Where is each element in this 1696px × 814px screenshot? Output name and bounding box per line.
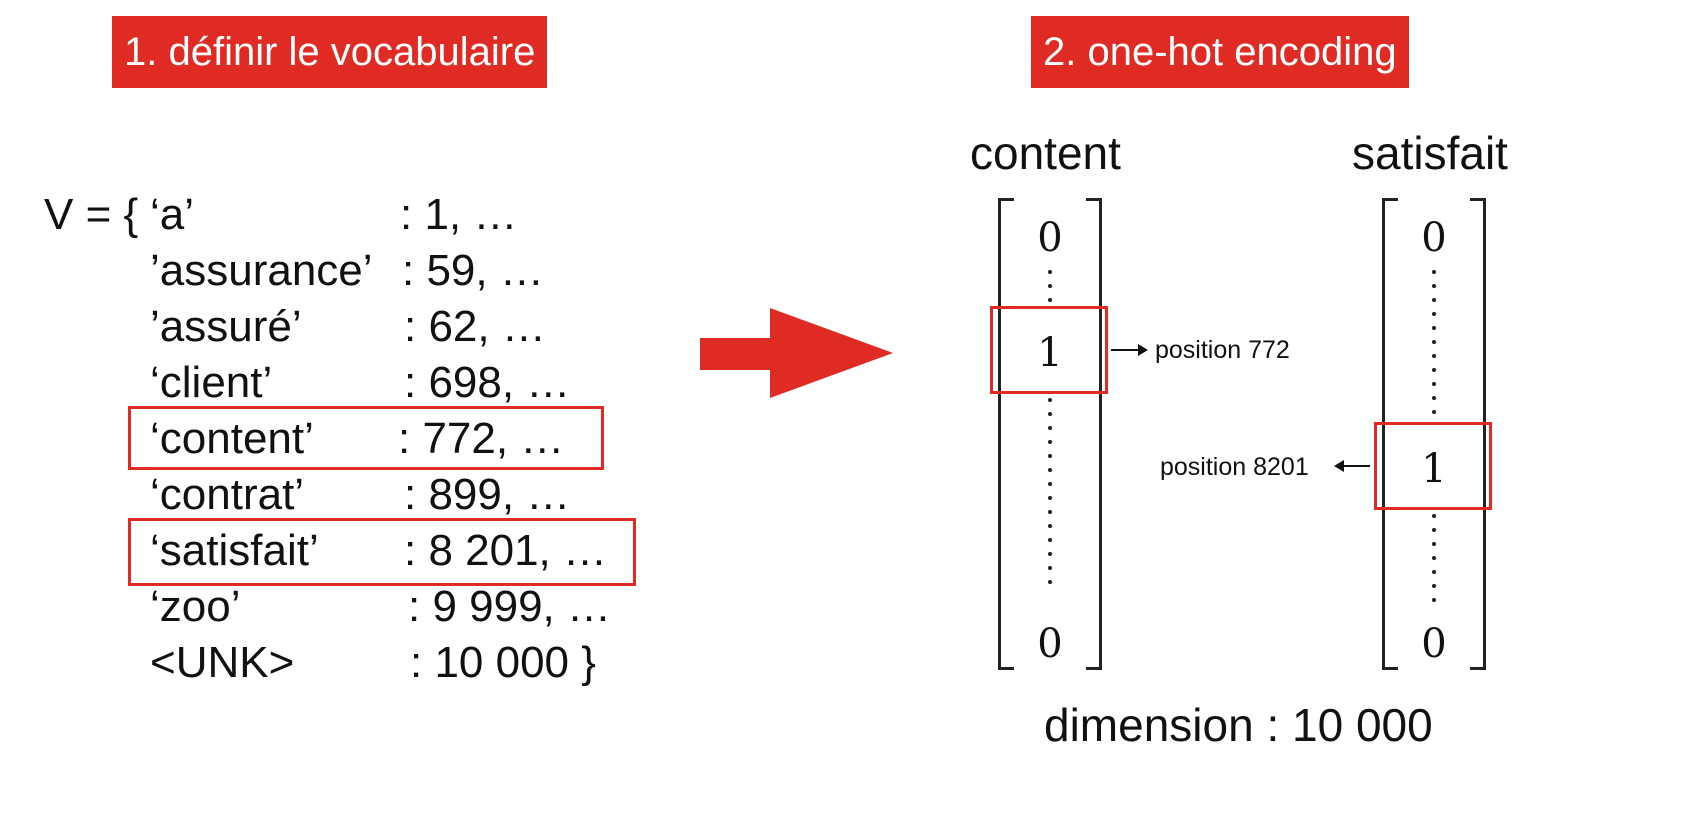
vector-title-satisfait: satisfait xyxy=(1352,127,1508,179)
highlight-box-content xyxy=(128,406,604,470)
position-label-satisfait: position 8201 xyxy=(1160,453,1309,481)
vocab-index: : 8 201, … xyxy=(404,526,608,575)
vocab-word: ‘client’ xyxy=(150,358,273,407)
hot-value-box xyxy=(1374,422,1492,510)
ellipsis-dots xyxy=(1432,514,1436,612)
bracket-right xyxy=(1470,198,1486,670)
vocab-word: ’assuré’ xyxy=(150,302,302,351)
ellipsis-dots xyxy=(1048,398,1052,594)
highlight-box-satisfait xyxy=(128,518,636,586)
hot-value-box xyxy=(990,306,1108,394)
small-right-arrow-icon xyxy=(1111,344,1148,356)
vocab-word: ‘satisfait’ xyxy=(150,526,319,575)
vocab-index: : 9 999, … xyxy=(408,582,612,631)
vocab-index: : 899, … xyxy=(404,470,571,519)
right-arrow-icon xyxy=(700,308,893,398)
vector-value-zero: 0 xyxy=(1037,215,1063,261)
small-left-arrow-icon xyxy=(1334,460,1370,472)
step2-header: 2. one-hot encoding xyxy=(1031,16,1409,88)
vector-value-zero: 0 xyxy=(1037,621,1063,667)
step1-header: 1. définir le vocabulaire xyxy=(112,16,548,88)
ellipsis-dots xyxy=(1048,270,1052,312)
vector-value-one: 1 xyxy=(1037,330,1063,376)
bracket-left xyxy=(1382,198,1398,670)
vector-title-content: content xyxy=(970,127,1121,179)
vocab-word: ‘zoo’ xyxy=(150,582,241,631)
vocab-word: <UNK> xyxy=(150,638,295,687)
vocabulary-prefix: V = { xyxy=(44,190,139,239)
vocab-index: : 698, … xyxy=(404,358,571,407)
vocab-index: : 62, … xyxy=(404,302,546,351)
vocab-word: ’assurance’ xyxy=(150,246,373,295)
ellipsis-dots xyxy=(1432,270,1436,424)
vocab-index: : 772, … xyxy=(398,414,565,463)
position-label-content: position 772 xyxy=(1155,336,1290,364)
bracket-left xyxy=(998,198,1014,670)
vocab-index: : 10 000 } xyxy=(410,638,596,687)
vector-value-zero: 0 xyxy=(1421,215,1447,261)
vocab-index: : 59, … xyxy=(402,246,544,295)
vector-value-zero: 0 xyxy=(1421,621,1447,667)
vocab-word: ‘content’ xyxy=(150,414,314,463)
vocab-word: ‘a’ xyxy=(150,190,195,239)
dimension-label: dimension : 10 000 xyxy=(1044,699,1433,751)
bracket-right xyxy=(1086,198,1102,670)
vocab-index: : 1, … xyxy=(400,190,518,239)
vector-value-one: 1 xyxy=(1421,446,1447,492)
vocab-word: ‘contrat’ xyxy=(150,470,305,519)
